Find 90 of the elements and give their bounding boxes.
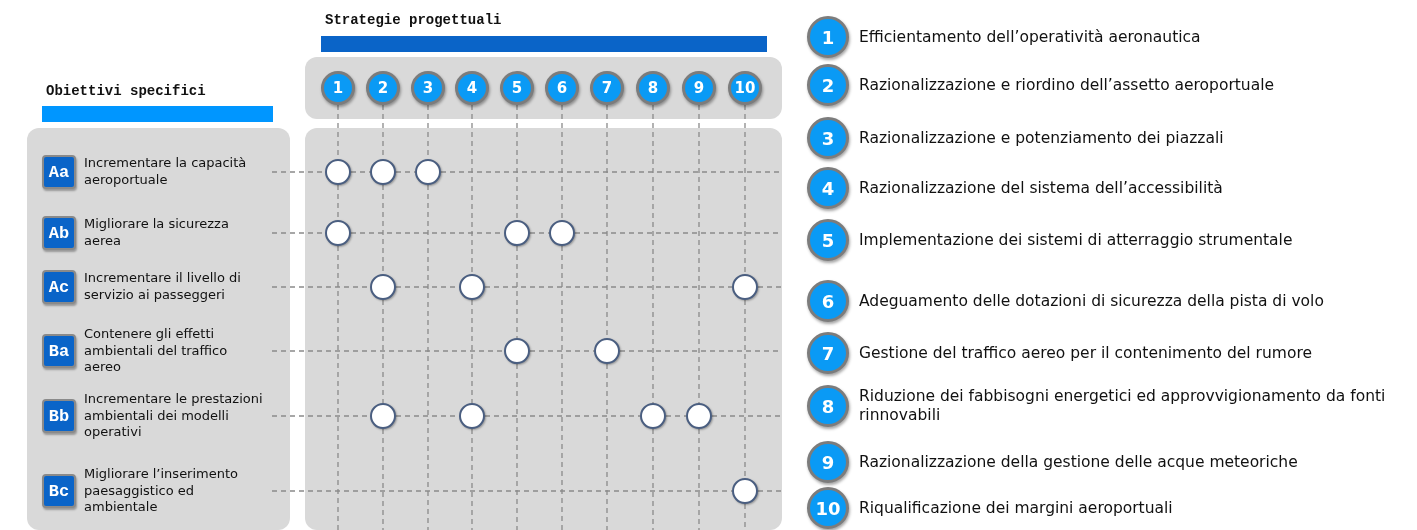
objective-text: Migliorare l’inserimento paesaggistico ed ambientale bbox=[84, 465, 240, 517]
strategy-text: Implementazione dei sistemi di atterraggio strumentale bbox=[859, 230, 1294, 250]
connector-line bbox=[337, 245, 339, 530]
connector-line bbox=[516, 363, 518, 530]
strategy-text: Razionalizzazione del sistema dell’accessibilità bbox=[859, 178, 1224, 198]
number-badge: 10 bbox=[728, 71, 762, 105]
code-badge: Ab bbox=[42, 216, 76, 250]
match-circle bbox=[504, 220, 530, 246]
connector-line bbox=[561, 245, 563, 530]
match-circle bbox=[732, 274, 758, 300]
number-badge: 2 bbox=[807, 64, 849, 106]
code-badge: Bb bbox=[42, 399, 76, 433]
number-badge: 8 bbox=[807, 385, 849, 427]
match-circle bbox=[732, 478, 758, 504]
number-badge: 4 bbox=[455, 71, 489, 105]
match-circle bbox=[325, 220, 351, 246]
match-circle bbox=[459, 403, 485, 429]
section-heading: Obiettivi specifici bbox=[45, 83, 207, 99]
strategy-text: Adeguamento delle dotazioni di sicurezza della pista di volo bbox=[859, 291, 1325, 311]
panel-background bbox=[305, 57, 782, 119]
connector-line bbox=[698, 104, 700, 404]
code-badge: Ba bbox=[42, 334, 76, 368]
connector-line bbox=[561, 104, 563, 221]
connector-line bbox=[757, 286, 783, 288]
objective-text: Contenere gli effetti ambientali del traffico aereo bbox=[84, 325, 229, 377]
number-badge: 5 bbox=[500, 71, 534, 105]
number-badge: 8 bbox=[636, 71, 670, 105]
code-badge: Ac bbox=[42, 270, 76, 304]
strategy-text: Razionalizzazione della gestione delle acque meteoriche bbox=[859, 452, 1299, 472]
strategy-text: Riduzione dei fabbisogni energetici ed approvvigionamento da fonti rinnovabili bbox=[859, 387, 1387, 425]
match-circle bbox=[370, 274, 396, 300]
connector-line bbox=[711, 415, 783, 417]
number-badge: 10 bbox=[807, 487, 849, 529]
section-heading: Strategie progettuali bbox=[324, 12, 503, 28]
connector-line bbox=[427, 184, 429, 530]
connector-line bbox=[471, 104, 473, 275]
connector-line bbox=[382, 428, 384, 530]
number-badge: 6 bbox=[545, 71, 579, 105]
strategy-text: Razionalizzazione e potenziamento dei piazzali bbox=[859, 128, 1225, 148]
connector-line bbox=[698, 428, 700, 530]
number-badge: 5 bbox=[807, 219, 849, 261]
number-badge: 3 bbox=[411, 71, 445, 105]
objective-text: Incrementare le prestazioni ambientali dei modelli operativi bbox=[84, 390, 264, 442]
connector-line bbox=[484, 286, 733, 288]
strategy-text: Efficientamento dell’operatività aeronautica bbox=[859, 27, 1202, 47]
connector-line bbox=[271, 350, 505, 352]
code-badge: Bc bbox=[42, 474, 76, 508]
connector-line bbox=[652, 104, 654, 404]
number-badge: 3 bbox=[807, 117, 849, 159]
match-circle bbox=[594, 338, 620, 364]
number-badge: 6 bbox=[807, 280, 849, 322]
number-badge: 9 bbox=[807, 441, 849, 483]
panel-background bbox=[305, 128, 782, 530]
connector-line bbox=[652, 428, 654, 530]
number-badge: 1 bbox=[321, 71, 355, 105]
connector-line bbox=[665, 415, 687, 417]
connector-line bbox=[744, 299, 746, 479]
match-circle bbox=[459, 274, 485, 300]
objective-text: Migliorare la sicurezza aerea bbox=[84, 216, 230, 250]
panel-background bbox=[27, 128, 290, 530]
match-circle bbox=[504, 338, 530, 364]
number-badge: 2 bbox=[366, 71, 400, 105]
match-circle bbox=[549, 220, 575, 246]
number-badge: 7 bbox=[807, 332, 849, 374]
connector-line bbox=[484, 415, 641, 417]
number-badge: 9 bbox=[682, 71, 716, 105]
connector-line bbox=[471, 428, 473, 530]
objective-text: Incrementare il livello di servizio ai passeggeri bbox=[84, 270, 242, 304]
number-badge: 7 bbox=[590, 71, 624, 105]
strategy-text: Razionalizzazione e riordino dell’assetto aeroportuale bbox=[859, 75, 1276, 95]
connector-line bbox=[606, 363, 608, 530]
match-circle bbox=[370, 159, 396, 185]
connector-line bbox=[516, 245, 518, 339]
connector-line bbox=[516, 104, 518, 221]
match-circle bbox=[415, 159, 441, 185]
strategy-text: Riqualificazione dei margini aeroportuali bbox=[859, 498, 1174, 518]
number-badge: 1 bbox=[807, 16, 849, 58]
connector-line bbox=[744, 104, 746, 275]
number-badge: 4 bbox=[807, 167, 849, 209]
connector-line bbox=[757, 490, 783, 492]
match-circle bbox=[325, 159, 351, 185]
objective-text: Incrementare la capacità aeroportuale bbox=[84, 155, 248, 189]
match-circle bbox=[640, 403, 666, 429]
match-circle bbox=[370, 403, 396, 429]
connector-line bbox=[744, 503, 746, 530]
connector-line bbox=[471, 299, 473, 404]
connector-line bbox=[382, 299, 384, 404]
strategy-text: Gestione del traffico aereo per il contenimento del rumore bbox=[859, 343, 1313, 363]
code-badge: Aa bbox=[42, 155, 76, 189]
match-circle bbox=[686, 403, 712, 429]
